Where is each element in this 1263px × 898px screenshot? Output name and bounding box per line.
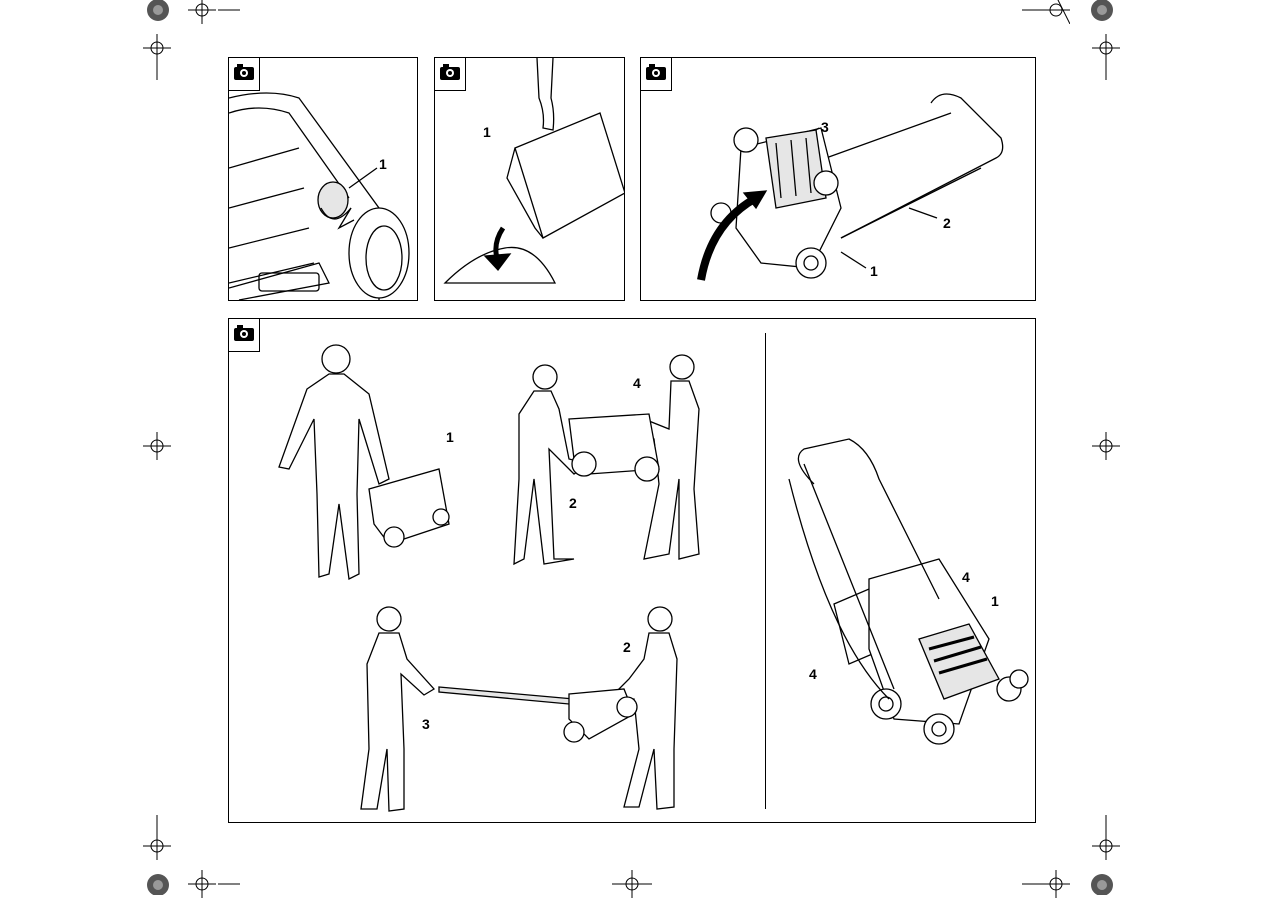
callout-label: 4 [962, 570, 970, 584]
figure-height-knob: 1 [228, 57, 418, 301]
crosshair-target-icon [1092, 832, 1120, 860]
color-wheel-icon [1090, 0, 1114, 24]
crosshair-target-icon [1092, 34, 1120, 62]
color-wheel-icon [1090, 871, 1114, 895]
figure-empty-box: 1 [434, 57, 625, 301]
color-wheel-icon [146, 0, 170, 24]
callout-label: 2 [943, 216, 951, 230]
crosshair-target-icon [1042, 870, 1070, 898]
crosshair-target-icon [618, 870, 646, 898]
carrying-illustration [229, 319, 1035, 822]
crosshair-target-icon [1042, 0, 1070, 24]
crosshair-target-icon [188, 870, 216, 898]
folded-mower-illustration [641, 58, 1035, 300]
callout-label: 4 [633, 376, 641, 390]
crosshair-target-icon [143, 432, 171, 460]
callout-label: 1 [870, 264, 878, 278]
callout-label: 3 [422, 717, 430, 731]
figure-carrying: 1 4 2 2 3 4 1 4 [228, 318, 1036, 823]
callout-label: 2 [623, 640, 631, 654]
knob-illustration [229, 58, 417, 300]
callout-label: 2 [569, 496, 577, 510]
callout-label: 1 [483, 125, 491, 139]
crosshair-target-icon [143, 832, 171, 860]
crosshair-target-icon [143, 34, 171, 62]
callout-label: 1 [991, 594, 999, 608]
figure-folded-handle: 3 2 1 [640, 57, 1036, 301]
callout-label: 3 [821, 120, 829, 134]
crosshair-target-icon [1092, 432, 1120, 460]
crosshair-target-icon [188, 0, 216, 24]
callout-label: 4 [809, 667, 817, 681]
color-wheel-icon [146, 871, 170, 895]
callout-label: 1 [379, 157, 387, 171]
box-illustration [435, 58, 624, 300]
callout-label: 1 [446, 430, 454, 444]
